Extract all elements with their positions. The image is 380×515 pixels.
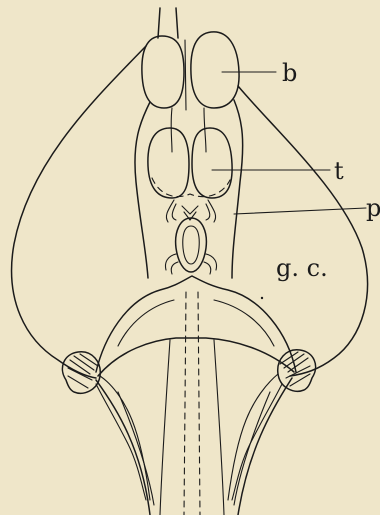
transverse-body-top bbox=[96, 276, 296, 372]
tract-outer-left bbox=[135, 102, 150, 278]
label-gc: g. c. bbox=[276, 254, 328, 282]
medulla-outer-right bbox=[238, 378, 292, 515]
olfactory-lobe-left bbox=[148, 128, 189, 198]
label-b: b bbox=[282, 59, 297, 87]
olfactory-lobe-right bbox=[192, 128, 232, 198]
midline-dashed-left bbox=[184, 292, 186, 515]
tract-outer-right bbox=[232, 100, 243, 278]
tract-inner-right bbox=[204, 108, 206, 152]
hemisphere-right bbox=[238, 86, 367, 376]
median-opening-inner bbox=[183, 226, 199, 264]
medulla-inner-left bbox=[160, 340, 170, 515]
top-stalk-right bbox=[176, 8, 178, 38]
midline-dashed-right bbox=[198, 292, 200, 515]
lobe-dashed-arc bbox=[152, 178, 230, 197]
label-p: p bbox=[366, 194, 380, 222]
transverse-inner-right bbox=[214, 300, 274, 346]
medulla-inner-right bbox=[214, 340, 224, 515]
hemisphere-left bbox=[12, 46, 146, 378]
olfactory-bulb-right bbox=[191, 32, 239, 108]
olfactory-bulb-left bbox=[142, 36, 184, 108]
medulla-crossline-right bbox=[234, 392, 270, 505]
bulb-midline bbox=[185, 40, 186, 110]
lateral-organ-right bbox=[228, 350, 316, 500]
pallium-fold-left bbox=[166, 200, 176, 222]
lateral-organ-left bbox=[62, 352, 150, 500]
stray-dot bbox=[261, 297, 263, 299]
label-t: t bbox=[334, 157, 344, 185]
median-side-curl-left bbox=[165, 254, 178, 274]
tract-inner-left bbox=[171, 108, 172, 152]
transverse-body-lower bbox=[98, 338, 294, 376]
median-side-curl-right bbox=[204, 254, 217, 274]
top-stalk-left bbox=[158, 8, 160, 38]
leader-line-p bbox=[234, 208, 366, 214]
pallium-fold-right bbox=[206, 200, 216, 222]
